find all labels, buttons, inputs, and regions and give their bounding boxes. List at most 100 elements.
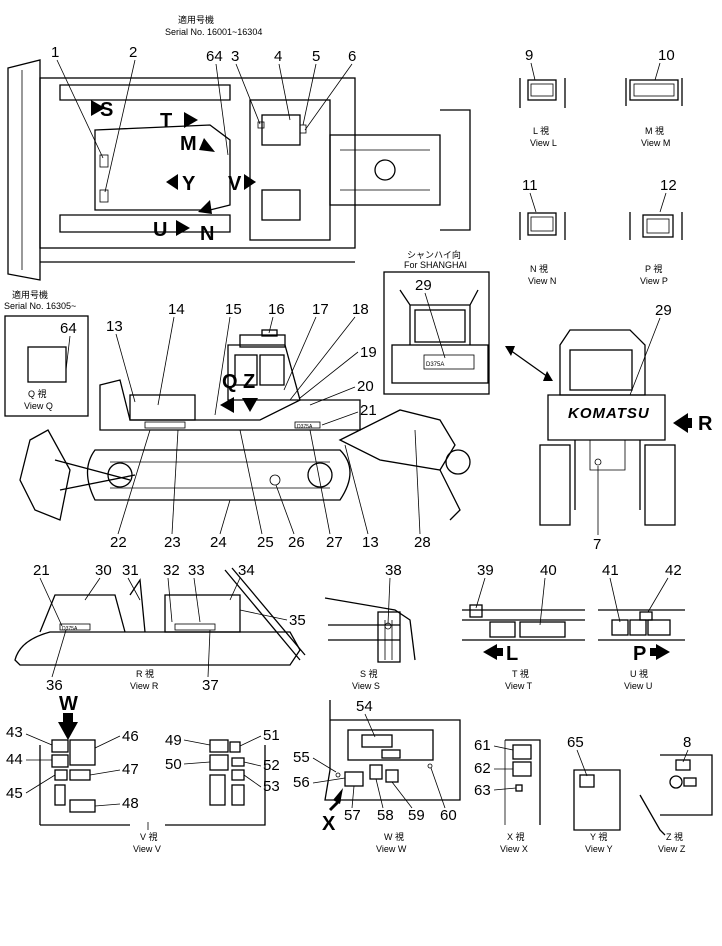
view-n: 11 N 視 View N xyxy=(519,177,566,286)
view-p-jp: P 視 xyxy=(645,263,662,274)
callout-17: 17 xyxy=(312,301,329,318)
view-z-jp: Z 視 xyxy=(666,831,683,842)
view-m: 10 M 視 View M xyxy=(625,47,683,148)
view-n-en: View N xyxy=(528,276,556,286)
view-u: 41 42 P U 視 View U xyxy=(598,562,685,691)
callout-19: 19 xyxy=(360,344,377,361)
arrow-m xyxy=(199,138,215,152)
callout-28: 28 xyxy=(414,534,431,551)
callout-2: 2 xyxy=(129,44,137,61)
letter-v: V xyxy=(228,173,242,195)
callout-57: 57 xyxy=(344,807,361,824)
arrow-l xyxy=(483,644,497,660)
letter-r: R xyxy=(698,413,713,435)
view-t: 39 40 L T 視 View T xyxy=(462,562,585,691)
view-t-jp: T 視 xyxy=(512,668,529,679)
letter-u: U xyxy=(153,219,167,241)
callout-11: 11 xyxy=(522,177,538,194)
callout-20: 20 xyxy=(357,378,374,395)
callout-6: 6 xyxy=(348,48,356,65)
callout-39: 39 xyxy=(477,562,494,579)
rear-view: KOMATSU 29 7 R xyxy=(539,302,713,553)
callout-21a: 21 xyxy=(360,402,377,419)
view-x: 61 62 63 X 視 View X xyxy=(474,737,541,854)
view-v-en: View V xyxy=(133,844,161,854)
view-y-jp: Y 視 xyxy=(590,831,607,842)
view-t-en: View T xyxy=(505,681,533,691)
callout-44: 44 xyxy=(6,751,23,768)
callout-62: 62 xyxy=(474,760,491,777)
view-w-en: View W xyxy=(376,844,407,854)
letter-y: Y xyxy=(182,173,196,195)
shanghai-box: D375A 29 xyxy=(383,271,490,395)
callout-14: 14 xyxy=(168,301,185,318)
arrow-r xyxy=(673,413,688,433)
arrow-u xyxy=(176,220,190,236)
view-l-jp: L 視 xyxy=(533,125,549,136)
letter-l: L xyxy=(506,643,518,665)
callout-48: 48 xyxy=(122,795,139,812)
callout-3: 3 xyxy=(231,48,239,65)
side-view-dozer: D375A xyxy=(19,329,471,521)
callout-60: 60 xyxy=(440,807,457,824)
arrow-v xyxy=(244,174,256,190)
callout-34: 34 xyxy=(238,562,255,579)
callout-47: 47 xyxy=(122,761,139,778)
letter-s: S xyxy=(100,99,113,121)
view-p-en: View P xyxy=(640,276,668,286)
serial-jp-top: 適用号機 xyxy=(178,14,214,25)
callout-45: 45 xyxy=(6,785,23,802)
side-plate-text: D375A xyxy=(297,424,313,430)
callout-35: 35 xyxy=(289,612,306,629)
serial-mid: Serial No. 16305~ xyxy=(4,301,76,311)
callout-56: 56 xyxy=(293,774,310,791)
callout-18: 18 xyxy=(352,301,369,318)
letter-x: X xyxy=(322,813,336,835)
callout-50: 50 xyxy=(165,756,182,773)
callout-13b: 13 xyxy=(362,534,379,551)
callout-30: 30 xyxy=(95,562,112,579)
callout-64b: 64 xyxy=(60,320,77,337)
view-l: 9 L 視 View L xyxy=(519,47,566,148)
arrow-t xyxy=(184,112,198,128)
view-q-jp: Q 視 xyxy=(28,388,47,399)
view-v-jp: V 視 xyxy=(140,831,158,842)
view-s-jp: S 視 xyxy=(360,668,378,679)
komatsu-logo: KOMATSU xyxy=(568,405,650,422)
callout-29b: 29 xyxy=(655,302,672,319)
callout-21b: 21 xyxy=(33,562,50,579)
callout-1: 1 xyxy=(51,44,59,61)
callout-25: 25 xyxy=(257,534,274,551)
view-r-en: View R xyxy=(130,681,159,691)
letter-p: P xyxy=(633,643,646,665)
callout-42: 42 xyxy=(665,562,682,579)
view-s-en: View S xyxy=(352,681,380,691)
callout-54: 54 xyxy=(356,698,373,715)
view-v: W 43 44 45 46 47 48 49 50 51 52 xyxy=(6,693,280,854)
view-y-en: View Y xyxy=(585,844,613,854)
callout-7: 7 xyxy=(593,536,601,553)
view-x-jp: X 視 xyxy=(507,831,525,842)
view-s: 38 S 視 View S xyxy=(324,562,416,691)
letter-z: Z xyxy=(243,371,255,393)
callout-29a: 29 xyxy=(415,277,432,294)
view-x-en: View X xyxy=(500,844,528,854)
view-z-en: View Z xyxy=(658,844,686,854)
view-r-jp: R 視 xyxy=(136,668,154,679)
view-l-en: View L xyxy=(530,138,557,148)
callout-13a: 13 xyxy=(106,318,123,335)
callout-23: 23 xyxy=(164,534,181,551)
view-p: 12 P 視 View P xyxy=(629,177,683,286)
arrow-s xyxy=(91,100,105,116)
view-m-en: View M xyxy=(641,138,670,148)
view-q-en: View Q xyxy=(24,401,53,411)
callout-49: 49 xyxy=(165,732,182,749)
callout-38: 38 xyxy=(385,562,402,579)
callout-63: 63 xyxy=(474,782,491,799)
callout-10: 10 xyxy=(658,47,675,64)
view-w-jp: W 視 xyxy=(384,831,404,842)
callout-53: 53 xyxy=(263,778,280,795)
shanghai-plate-text: D375A xyxy=(426,362,444,368)
callout-33: 33 xyxy=(188,562,205,579)
